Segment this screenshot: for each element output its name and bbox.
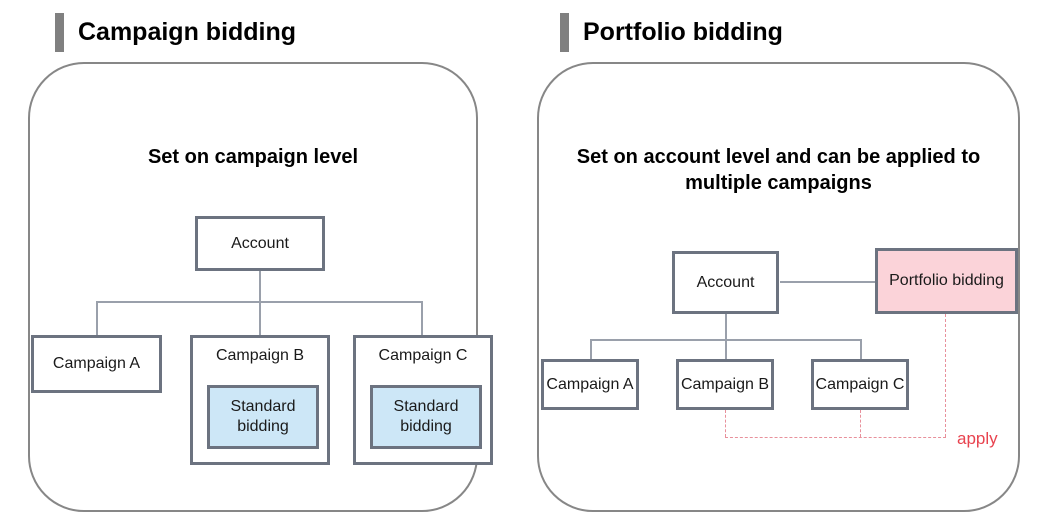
heading-accent-bar-left <box>55 13 64 52</box>
connector-right-drop-a <box>590 339 592 360</box>
heading-portfolio-bidding: Portfolio bidding <box>560 13 783 52</box>
node-campaign-b-right[interactable]: Campaign B <box>676 359 774 410</box>
apply-dash-portfolio-drop <box>945 314 946 437</box>
connector-right-drop-c <box>860 339 862 360</box>
connector-left-account-stem <box>259 271 261 302</box>
connector-right-drop-b <box>725 339 727 360</box>
node-campaign-a-right[interactable]: Campaign A <box>541 359 639 410</box>
node-account-right[interactable]: Account <box>672 251 779 314</box>
heading-label-left: Campaign bidding <box>78 18 297 46</box>
node-standard-bidding-b[interactable]: Standard bidding <box>207 385 319 449</box>
subtitle-portfolio-bidding: Set on account level and can be applied … <box>576 146 981 194</box>
connector-account-to-portfolio <box>780 281 875 283</box>
node-standard-bidding-c[interactable]: Standard bidding <box>370 385 482 449</box>
node-campaign-a-left[interactable]: Campaign A <box>31 335 162 393</box>
node-campaign-c-right[interactable]: Campaign C <box>811 359 909 410</box>
connector-left-drop-a <box>96 301 98 335</box>
node-campaign-c-left[interactable]: Campaign C Standard bidding <box>353 335 493 465</box>
connector-left-drop-b <box>259 301 261 335</box>
node-portfolio-bidding[interactable]: Portfolio bidding <box>875 248 1018 314</box>
apply-dash-riser-c <box>860 410 861 437</box>
heading-label-right: Portfolio bidding <box>583 18 783 46</box>
connector-left-drop-c <box>421 301 423 335</box>
heading-accent-bar-right <box>560 13 569 52</box>
subtitle-campaign-bidding: Set on campaign level <box>147 146 359 168</box>
apply-dash-riser-b <box>725 410 726 437</box>
node-campaign-b-left-label: Campaign B <box>215 347 305 364</box>
heading-campaign-bidding: Campaign bidding <box>55 13 296 52</box>
node-account-left[interactable]: Account <box>195 216 325 271</box>
apply-dash-horizontal <box>725 437 946 438</box>
node-campaign-b-left[interactable]: Campaign B Standard bidding <box>190 335 330 465</box>
connector-right-account-stem <box>725 314 727 340</box>
apply-label: apply <box>957 429 998 448</box>
node-campaign-c-left-label: Campaign C <box>378 347 468 364</box>
